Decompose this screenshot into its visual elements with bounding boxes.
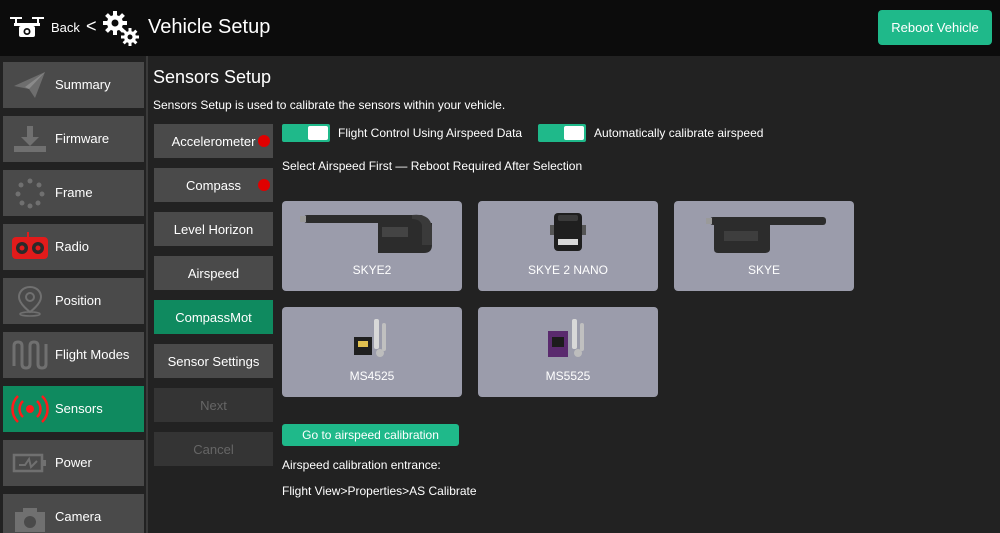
sidebar: Summary Firmware Frame Radio: [0, 56, 148, 533]
sidebar-item-label: Summary: [55, 77, 111, 92]
accelerometer-button[interactable]: Accelerometer: [154, 124, 273, 158]
battery-icon: [12, 453, 46, 473]
auto-calibrate-toggle-label: Automatically calibrate airspeed: [594, 126, 764, 140]
wave-icon: [12, 340, 48, 370]
sensor-card-ms5525[interactable]: MS5525: [478, 307, 658, 397]
paper-plane-icon: [14, 72, 45, 98]
section-title: Sensors Setup: [153, 67, 272, 87]
back-chevron-icon[interactable]: <: [86, 16, 97, 36]
sensor-board-icon: [548, 319, 584, 357]
section-description: Sensors Setup is used to calibrate the s…: [153, 98, 506, 112]
button-label: CompassMot: [175, 309, 252, 325]
sensor-card-label: MS4525: [349, 369, 395, 383]
sensor-card-label: SKYE: [747, 263, 780, 277]
auto-calibrate-toggle[interactable]: [538, 124, 586, 142]
nano-sensor-icon: [550, 213, 586, 251]
reboot-vehicle-button[interactable]: Reboot Vehicle: [878, 10, 992, 45]
compassmot-button[interactable]: CompassMot: [154, 300, 273, 334]
sensor-card-skye2-nano[interactable]: SKYE 2 NANO: [478, 201, 658, 291]
next-button[interactable]: Next: [154, 388, 273, 422]
sensor-card-label: SKYE2: [352, 263, 392, 277]
toggle-knob: [308, 126, 328, 140]
sensor-card-ms4525[interactable]: MS4525: [282, 307, 462, 397]
sensor-card-skye[interactable]: SKYE: [674, 201, 854, 291]
download-icon: [14, 126, 46, 152]
sidebar-item-label: Power: [55, 455, 92, 470]
airspeed-calibration-button[interactable]: Go to airspeed calibration: [282, 424, 459, 446]
level-horizon-button[interactable]: Level Horizon: [154, 212, 273, 246]
calibration-entrance-path: Flight View>Properties>AS Calibrate: [282, 484, 477, 498]
airspeed-data-toggle[interactable]: [282, 124, 330, 142]
airspeed-data-toggle-label: Flight Control Using Airspeed Data: [338, 126, 523, 140]
button-label: Compass: [186, 177, 241, 193]
sidebar-item-firmware[interactable]: Firmware: [3, 116, 144, 162]
camera-icon: [15, 508, 45, 532]
sensor-card-label: MS5525: [545, 369, 591, 383]
button-label: Accelerometer: [171, 133, 256, 149]
gears-icon: [103, 11, 139, 46]
drone-camera-icon[interactable]: [8, 12, 46, 42]
pitot-tube-icon: [300, 214, 432, 253]
button-label: Sensor Settings: [167, 353, 260, 369]
sensor-card-skye2[interactable]: SKYE2: [282, 201, 462, 291]
signal-icon: [11, 395, 49, 423]
top-bar: Back < Vehicle Setup Reboot Vehicle: [0, 0, 1000, 56]
select-airspeed-note: Select Airspeed First — Reboot Required …: [282, 159, 583, 173]
sidebar-item-position[interactable]: Position: [3, 278, 144, 324]
sidebar-item-label: Camera: [55, 509, 102, 524]
sidebar-item-power[interactable]: Power: [3, 440, 144, 486]
cancel-button[interactable]: Cancel: [154, 432, 273, 466]
sidebar-item-frame[interactable]: Frame: [3, 170, 144, 216]
sidebar-item-label: Flight Modes: [55, 347, 130, 362]
sidebar-item-radio[interactable]: Radio: [3, 224, 144, 270]
back-link[interactable]: Back: [51, 20, 80, 35]
sidebar-item-summary[interactable]: Summary: [3, 62, 144, 108]
toggle-knob: [564, 126, 584, 140]
sensor-settings-button[interactable]: Sensor Settings: [154, 344, 273, 378]
location-pin-icon: [17, 285, 43, 317]
airspeed-button[interactable]: Airspeed: [154, 256, 273, 290]
sensor-card-label: SKYE 2 NANO: [527, 263, 609, 277]
calibration-entrance-title: Airspeed calibration entrance:: [282, 458, 441, 472]
sensor-board-icon: [354, 319, 386, 357]
compass-button[interactable]: Compass: [154, 168, 273, 202]
radio-icon: [12, 232, 48, 259]
button-label: Airspeed: [187, 265, 240, 281]
button-label: Cancel: [193, 441, 234, 457]
sidebar-item-label: Frame: [55, 185, 93, 200]
sidebar-item-label: Sensors: [55, 401, 103, 416]
pitot-tube-icon: [706, 217, 826, 253]
sidebar-item-label: Firmware: [55, 131, 110, 146]
sidebar-item-label: Position: [55, 293, 102, 308]
dots-circle-icon: [15, 178, 45, 209]
sidebar-item-camera[interactable]: Camera: [3, 494, 144, 533]
button-label: Next: [200, 397, 227, 413]
calibration-required-indicator: [258, 179, 270, 191]
sidebar-item-label: Radio: [55, 239, 89, 254]
button-label: Level Horizon: [173, 221, 254, 237]
calibration-required-indicator: [258, 135, 270, 147]
sidebar-item-sensors[interactable]: Sensors: [3, 386, 144, 432]
page-title: Vehicle Setup: [148, 16, 271, 38]
sidebar-item-flight-modes[interactable]: Flight Modes: [3, 332, 144, 378]
